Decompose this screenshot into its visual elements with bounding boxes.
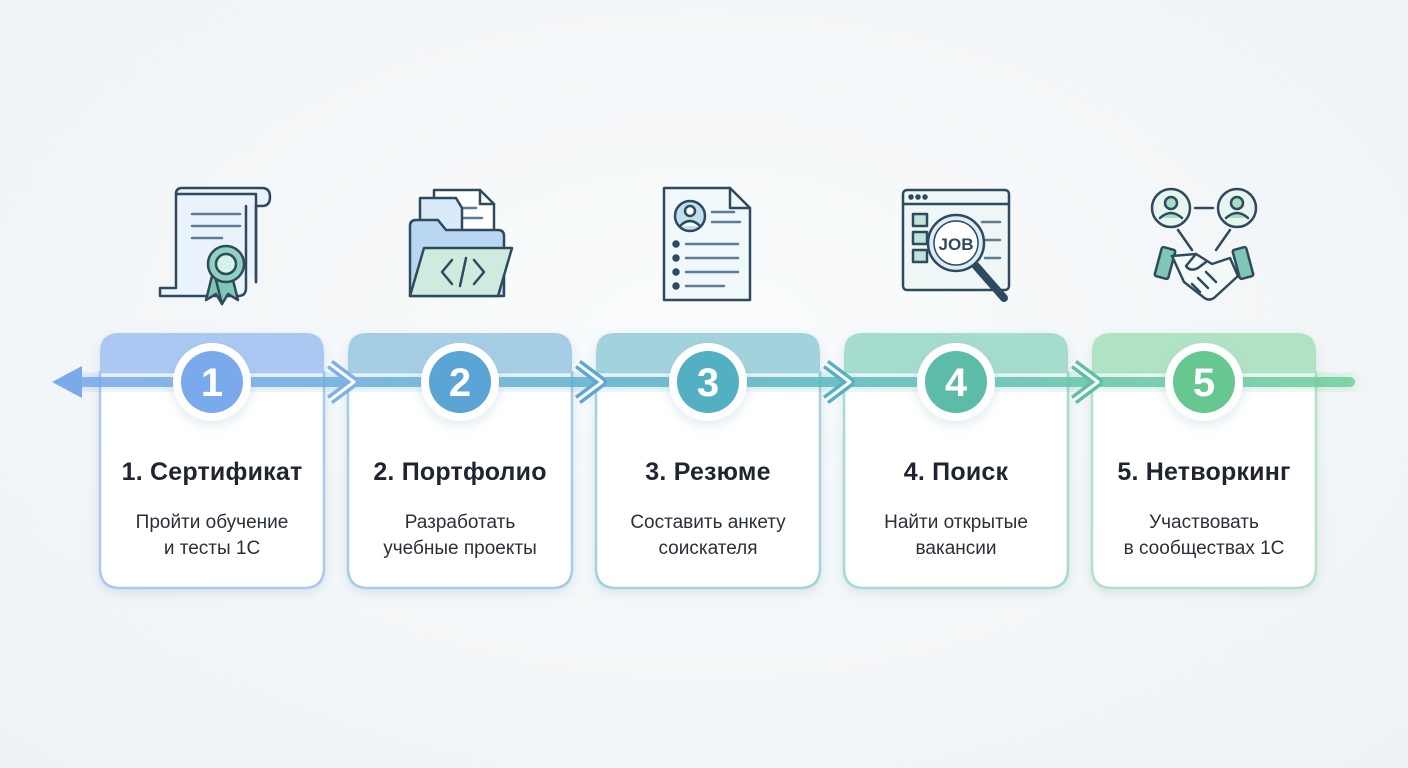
step-3-desc-line-2: соискателя [658, 538, 758, 559]
step-1-desc-line-2: и тесты 1С [163, 538, 261, 559]
step-5-desc-line-2: в сообществах 1С [1123, 538, 1285, 559]
left-arrow-head [52, 366, 82, 398]
step-2-desc-line-2: учебные проекты [383, 538, 537, 559]
step-number-2: 2 [421, 343, 499, 421]
svg-text:2: 2 [449, 361, 471, 405]
step-3-title: 3. Резюме [645, 458, 771, 486]
step-number-5: 5 [1165, 343, 1243, 421]
svg-text:4: 4 [945, 361, 968, 405]
step-5-title: 5. Нетворкинг [1117, 458, 1291, 486]
networking-handshake-icon [1150, 187, 1258, 301]
svg-text:JOB: JOB [939, 235, 974, 254]
step-2-title: 2. Портфолио [373, 458, 547, 486]
svg-text:5: 5 [1193, 361, 1215, 405]
step-5-description: Участвовать в сообществах 1С [1093, 510, 1315, 562]
portfolio-folder-code-icon [408, 188, 514, 298]
step-4-desc-line-2: вакансии [915, 538, 997, 559]
step-number-1: 1 [173, 343, 251, 421]
step-3-desc-line-1: Составить анкету [630, 512, 786, 533]
step-2-description: Разработать учебные проекты [349, 510, 571, 562]
step-1-description: Пройти обучение и тесты 1С [101, 510, 323, 562]
chevron-arrows [327, 360, 1103, 404]
svg-text:1: 1 [201, 361, 223, 405]
svg-text:3: 3 [697, 361, 719, 405]
step-1-title: 1. Сертификат [121, 458, 303, 486]
step-4-desc-line-1: Найти открытые [884, 512, 1028, 533]
job-search-magnifier-icon: JOB [901, 188, 1011, 302]
resume-document-icon [662, 186, 752, 302]
step-number-4: 4 [917, 343, 995, 421]
step-number-3: 3 [669, 343, 747, 421]
step-3-description: Составить анкету соискателя [597, 510, 819, 562]
step-2-desc-line-1: Разработать [404, 512, 516, 533]
step-1-desc-line-1: Пройти обучение [135, 512, 289, 533]
step-5-desc-line-1: Участвовать [1149, 512, 1259, 533]
step-4-description: Найти открытые вакансии [845, 510, 1067, 562]
step-4-title: 4. Поиск [903, 458, 1009, 486]
certificate-icon [158, 186, 272, 306]
